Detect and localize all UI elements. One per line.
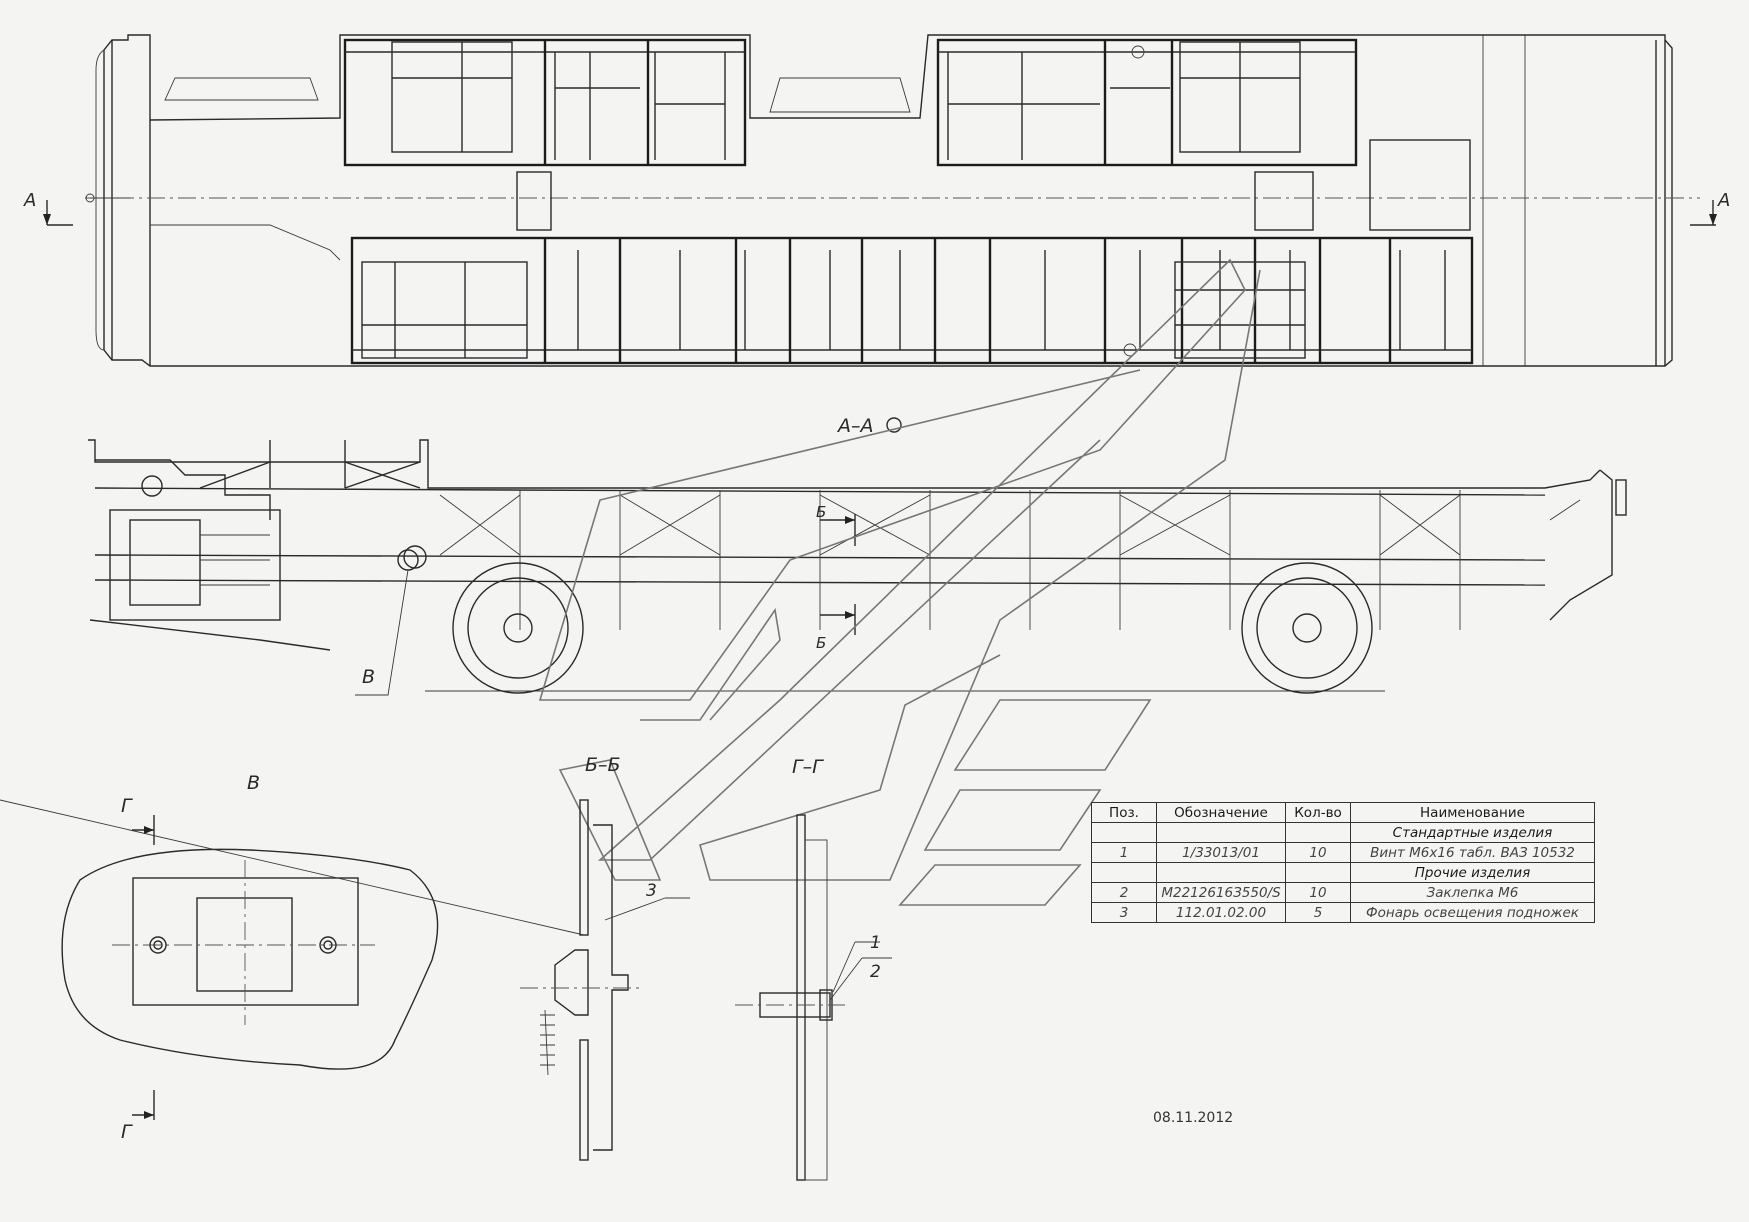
view-aa-title: А–А <box>836 415 874 437</box>
drawing-date: 08.11.2012 <box>1153 1110 1234 1126</box>
section-row-standard: Стандартные изделия <box>1091 822 1595 843</box>
row-position: 3 <box>1091 902 1157 923</box>
cut-label-b-bottom: Б <box>816 634 826 652</box>
section-standard-title: Стандартные изделия <box>1350 822 1595 843</box>
section-row-other: Прочие изделия <box>1091 862 1595 883</box>
row-position: 2 <box>1091 882 1157 903</box>
header-position: Поз. <box>1091 802 1157 823</box>
header-quantity: Кол-во <box>1285 802 1351 823</box>
parts-table: Поз. Обозначение Кол-во Наименование Ста… <box>1091 802 1595 923</box>
cut-label-b-top: Б <box>816 503 826 521</box>
section-label-a-left: A <box>23 190 36 211</box>
row-name: Винт М6х16 табл. ВАЗ 10532 <box>1350 842 1595 863</box>
view-gg-title: Г–Г <box>792 756 824 778</box>
row-designation: 112.01.02.00 <box>1156 902 1286 923</box>
callout-frame-overlay <box>538 258 1261 906</box>
section-view-gg <box>735 814 892 1181</box>
plan-view-bus-frame <box>43 34 1717 367</box>
table-row: 3 112.01.02.00 5 Фонарь освещения поднож… <box>1091 902 1595 923</box>
detail-view-v <box>61 815 439 1120</box>
section-label-a-right: A <box>1717 190 1730 211</box>
row-name: Фонарь освещения подножек <box>1350 902 1595 923</box>
view-v-title: В <box>247 772 260 794</box>
row-designation: 1/33013/01 <box>1156 842 1286 863</box>
section-view-bb <box>0 799 690 1161</box>
callout-v-label: В <box>362 666 375 688</box>
table-row: 2 М2212616З550/S 10 Заклепка М6 <box>1091 882 1595 903</box>
table-row: 1 1/33013/01 10 Винт М6х16 табл. ВАЗ 105… <box>1091 842 1595 863</box>
row-position: 1 <box>1091 842 1157 863</box>
cut-label-g-bottom: Г <box>121 1121 133 1143</box>
row-quantity: 5 <box>1285 902 1351 923</box>
view-bb-title: Б–Б <box>585 754 621 776</box>
row-quantity: 10 <box>1285 882 1351 903</box>
position-label-3: 3 <box>646 881 657 901</box>
header-designation: Обозначение <box>1156 802 1286 823</box>
row-designation: М2212616З550/S <box>1156 882 1286 903</box>
side-view-chassis <box>88 417 1627 696</box>
header-name: Наименование <box>1350 802 1595 823</box>
row-name: Заклепка М6 <box>1350 882 1595 903</box>
position-label-1: 1 <box>870 933 881 953</box>
parts-table-header: Поз. Обозначение Кол-во Наименование <box>1091 802 1595 823</box>
section-other-title: Прочие изделия <box>1350 862 1595 883</box>
row-quantity: 10 <box>1285 842 1351 863</box>
cut-label-g-top: Г <box>121 795 133 817</box>
position-label-2: 2 <box>870 962 881 982</box>
